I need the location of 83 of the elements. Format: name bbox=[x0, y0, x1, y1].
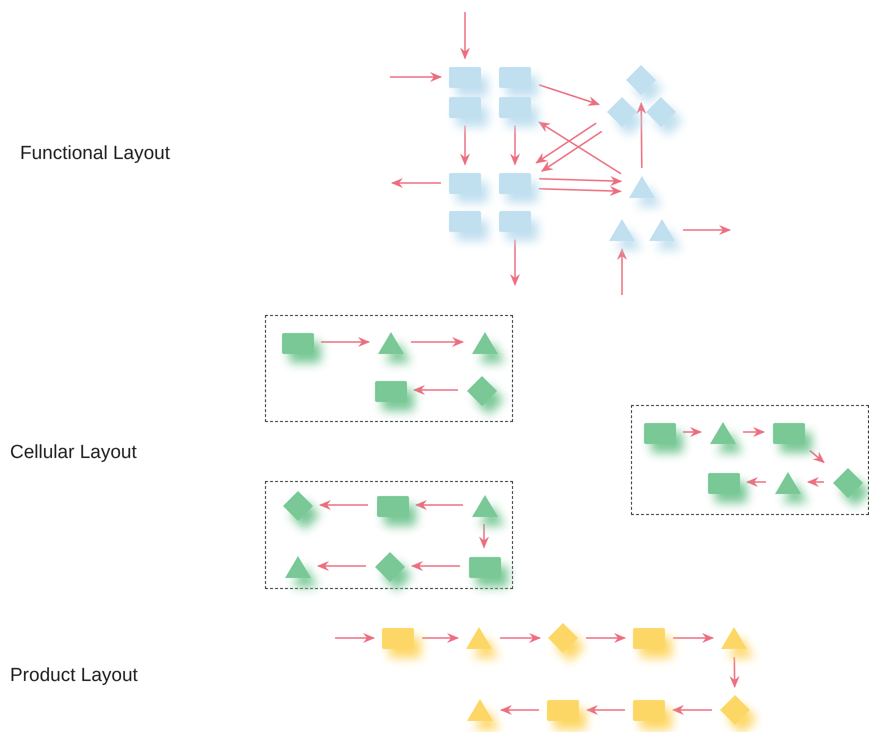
rectangle-symbol bbox=[449, 96, 481, 118]
arrow bbox=[538, 121, 622, 174]
rectangle-symbol bbox=[449, 210, 481, 232]
diamond-symbol bbox=[375, 552, 405, 582]
arrow bbox=[683, 427, 702, 437]
triangle-symbol bbox=[378, 332, 404, 354]
diamond-symbol bbox=[467, 376, 497, 406]
triangle-symbol bbox=[467, 699, 493, 721]
dashed-cell-frame bbox=[265, 314, 513, 422]
arrow bbox=[617, 248, 627, 295]
arrow bbox=[672, 705, 712, 715]
arrow bbox=[538, 186, 622, 196]
rectangle-symbol bbox=[382, 628, 414, 648]
triangle-symbol bbox=[710, 422, 736, 444]
triangle-symbol bbox=[472, 332, 498, 354]
triangle-symbol bbox=[466, 627, 492, 649]
arrow bbox=[500, 705, 539, 715]
section-label: Cellular Layout bbox=[10, 442, 137, 464]
diamond-symbol bbox=[548, 623, 578, 653]
rectangle-symbol bbox=[449, 172, 481, 194]
arrow bbox=[673, 633, 714, 643]
arrow bbox=[460, 12, 470, 60]
triangle-symbol bbox=[472, 495, 498, 517]
arrow bbox=[683, 225, 731, 235]
arrow bbox=[586, 633, 626, 643]
arrow bbox=[538, 84, 600, 106]
arrow bbox=[510, 126, 520, 166]
rectangle-symbol bbox=[469, 556, 501, 578]
arrow bbox=[321, 337, 370, 347]
arrow bbox=[390, 72, 442, 82]
arrow bbox=[510, 240, 520, 286]
triangle-symbol bbox=[609, 219, 635, 241]
triangle-symbol bbox=[775, 472, 801, 494]
diamond-symbol bbox=[283, 491, 313, 521]
arrow bbox=[500, 633, 541, 643]
dashed-cell-frame bbox=[631, 405, 869, 515]
rectangle-symbol bbox=[375, 380, 407, 402]
diamond-symbol bbox=[646, 97, 676, 127]
rectangle-symbol bbox=[773, 422, 805, 444]
diamond-symbol bbox=[626, 65, 656, 95]
arrow bbox=[460, 126, 470, 166]
triangle-symbol bbox=[721, 627, 747, 649]
triangle-symbol bbox=[629, 176, 655, 198]
rectangle-symbol bbox=[644, 422, 676, 444]
section-label: Functional Layout bbox=[20, 143, 170, 165]
diamond-symbol bbox=[607, 97, 637, 127]
arrow bbox=[807, 477, 824, 487]
rectangle-symbol bbox=[633, 628, 665, 648]
arrow bbox=[535, 122, 597, 164]
arrow bbox=[586, 705, 625, 715]
diamond-symbol bbox=[833, 468, 863, 498]
rectangle-symbol bbox=[449, 66, 481, 88]
arrow bbox=[540, 130, 602, 172]
dashed-cell-frame bbox=[265, 481, 513, 589]
triangle-symbol bbox=[649, 219, 675, 241]
rectangle-symbol bbox=[282, 332, 314, 354]
rectangle-symbol bbox=[499, 210, 531, 232]
rectangle-symbol bbox=[633, 700, 665, 720]
section-label: Product Layout bbox=[10, 665, 138, 687]
arrow bbox=[411, 561, 460, 571]
rectangle-symbol bbox=[499, 66, 531, 88]
arrow bbox=[319, 500, 368, 510]
arrow bbox=[391, 178, 441, 188]
arrow bbox=[479, 524, 489, 548]
rectangle-symbol bbox=[499, 96, 531, 118]
arrow bbox=[335, 633, 375, 643]
arrow bbox=[636, 102, 646, 168]
rectangle-symbol bbox=[708, 472, 740, 494]
arrow bbox=[422, 633, 459, 643]
arrow bbox=[730, 656, 740, 688]
arrow bbox=[743, 427, 765, 437]
diamond-symbol bbox=[720, 695, 750, 725]
arrow bbox=[411, 337, 464, 347]
arrow bbox=[746, 477, 766, 487]
arrow bbox=[539, 176, 622, 186]
rectangle-symbol bbox=[499, 172, 531, 194]
rectangle-symbol bbox=[377, 496, 409, 516]
arrow bbox=[809, 450, 825, 464]
arrow bbox=[415, 500, 463, 510]
arrow bbox=[317, 561, 366, 571]
arrow bbox=[413, 385, 458, 395]
rectangle-symbol bbox=[547, 700, 579, 720]
triangle-symbol bbox=[285, 556, 311, 578]
